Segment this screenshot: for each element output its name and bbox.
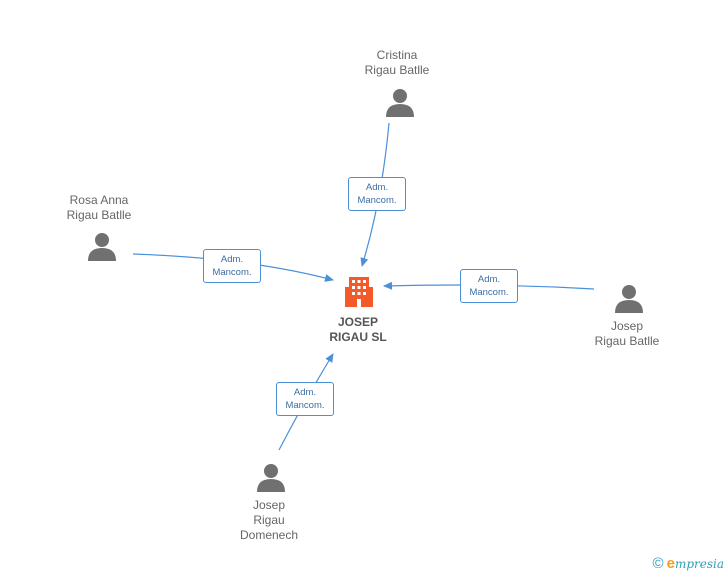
- brand-name: mpresia: [674, 557, 724, 571]
- person-icon[interactable]: [87, 232, 117, 262]
- person-name-josep-domenech[interactable]: Josep Rigau Domenech: [239, 498, 299, 542]
- relation-label-line2: Mancom.: [212, 267, 252, 278]
- relation-label-line2: Mancom.: [285, 400, 325, 411]
- company-name[interactable]: JOSEP RIGAU SL: [329, 315, 387, 344]
- person-icon[interactable]: [614, 284, 644, 314]
- person-icon[interactable]: [256, 463, 286, 493]
- relation-label-line2: Mancom.: [469, 287, 509, 298]
- relation-label-line2: Mancom.: [357, 195, 397, 206]
- relation-label[interactable]: Adm. Mancom.: [203, 249, 261, 283]
- relation-label[interactable]: Adm. Mancom.: [276, 382, 334, 416]
- relation-label[interactable]: Adm. Mancom.: [348, 177, 406, 211]
- building-icon[interactable]: [342, 274, 376, 308]
- relation-label-line1: Adm.: [293, 387, 317, 398]
- person-name-rosa[interactable]: Rosa Anna Rigau Batlle: [66, 193, 132, 222]
- relation-label-line1: Adm.: [220, 254, 244, 265]
- person-name-josep-batlle[interactable]: Josep Rigau Batlle: [594, 319, 660, 348]
- brand-footer[interactable]: ©empresia: [653, 555, 724, 572]
- relation-label-line1: Adm.: [477, 274, 501, 285]
- relation-label-line1: Adm.: [365, 182, 389, 193]
- person-name-cristina[interactable]: Cristina Rigau Batlle: [364, 48, 430, 77]
- brand-initial: e: [666, 555, 675, 572]
- relation-label[interactable]: Adm. Mancom.: [460, 269, 518, 303]
- copyright-icon: ©: [652, 555, 664, 572]
- person-icon[interactable]: [385, 88, 415, 118]
